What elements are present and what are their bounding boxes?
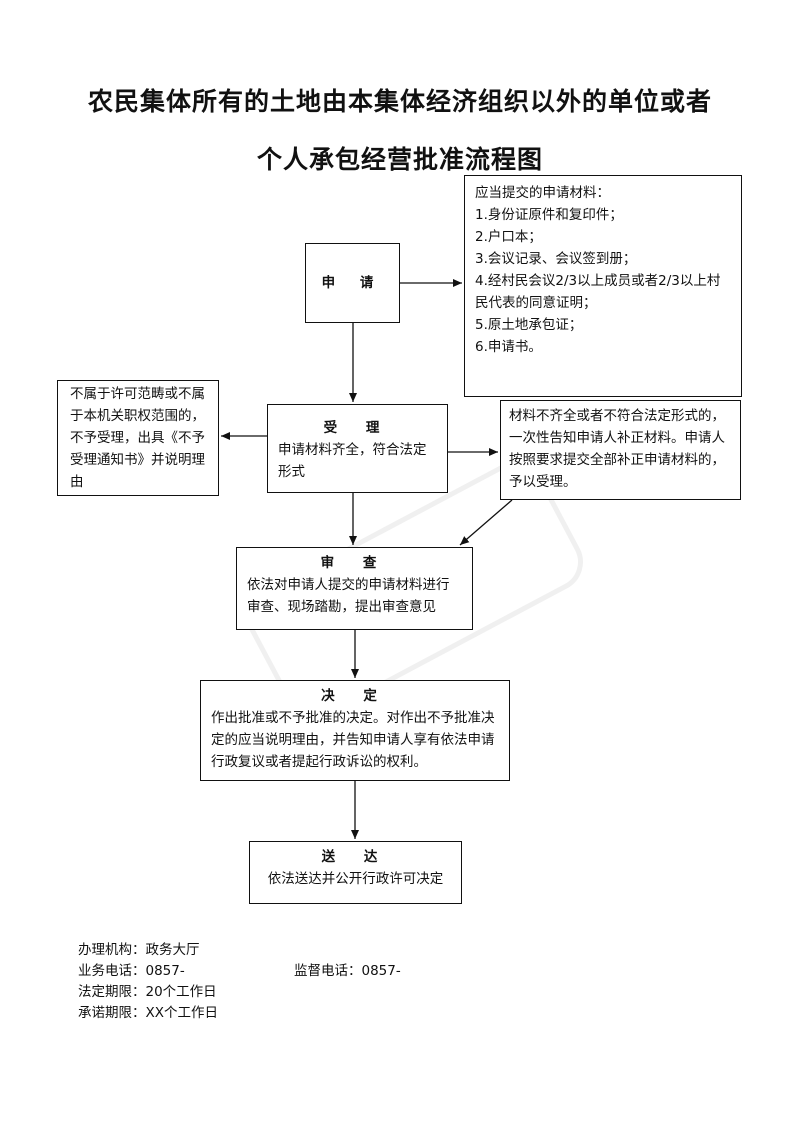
materials-box: 应当提交的申请材料： 1.身份证原件和复印件； 2.户口本； 3.会议记录、会议… [464, 175, 742, 397]
materials-heading: 应当提交的申请材料： [475, 185, 610, 201]
reject-text: 不属于许可范畴或不属于本机关职权范围的，不予受理，出具《不予受理通知书》并说明理… [70, 386, 205, 490]
accept-step-label: 受 理 [323, 420, 392, 436]
deliver-step-label: 送 达 [321, 849, 390, 865]
footer-supervise-phone: 监督电话：0857- [294, 963, 401, 979]
materials-item: 1.身份证原件和复印件； [475, 207, 623, 223]
deliver-step-text: 依法送达并公开行政许可决定 [267, 871, 444, 887]
reject-box: 不属于许可范畴或不属于本机关职权范围的，不予受理，出具《不予受理通知书》并说明理… [57, 380, 219, 496]
footer-legal-limit: 法定期限：20个工作日 [78, 984, 217, 1000]
apply-step-label: 申 请 [321, 275, 384, 291]
supplement-text: 材料不齐全或者不符合法定形式的，一次性告知申请人补正材料。申请人按照要求提交全部… [509, 408, 725, 490]
page-title-line2: 个人承包经营批准流程图 [256, 145, 543, 174]
decision-step-text: 作出批准或不予批准的决定。对作出不予批准决定的应当说明理由，并告知申请人享有依法… [211, 710, 495, 770]
materials-item: 2.户口本； [475, 229, 542, 245]
accept-step-text: 申请材料齐全，符合法定形式 [278, 442, 427, 480]
materials-item: 6.申请书。 [475, 339, 542, 355]
materials-item: 3.会议记录、会议签到册； [475, 251, 637, 267]
materials-item: 5.原土地承包证； [475, 317, 583, 333]
accept-step-box: 受 理 申请材料齐全，符合法定形式 [267, 404, 448, 493]
deliver-step-box: 送 达 依法送达并公开行政许可决定 [249, 841, 462, 904]
review-step-label: 审 查 [320, 555, 389, 571]
decision-step-box: 决 定 作出批准或不予批准的决定。对作出不予批准决定的应当说明理由，并告知申请人… [200, 680, 510, 781]
review-step-box: 审 查 依法对申请人提交的申请材料进行审查、现场踏勘，提出审查意见 [236, 547, 473, 630]
footer-business-phone: 业务电话：0857- [78, 963, 185, 979]
materials-item: 4.经村民会议2/3以上成员或者2/3以上村民代表的同意证明； [475, 273, 721, 311]
page-title-line1: 农民集体所有的土地由本集体经济组织以外的单位或者 [87, 87, 712, 116]
footer-agency: 办理机构：政务大厅 [78, 942, 200, 958]
footer-promise-limit: 承诺期限：XX个工作日 [78, 1005, 218, 1021]
review-step-text: 依法对申请人提交的申请材料进行审查、现场踏勘，提出审查意见 [247, 577, 450, 615]
supplement-box: 材料不齐全或者不符合法定形式的，一次性告知申请人补正材料。申请人按照要求提交全部… [500, 400, 741, 500]
decision-step-label: 决 定 [321, 688, 389, 704]
apply-step-box: 申 请 [305, 243, 400, 323]
arrow-supplement-to-review [459, 499, 513, 546]
